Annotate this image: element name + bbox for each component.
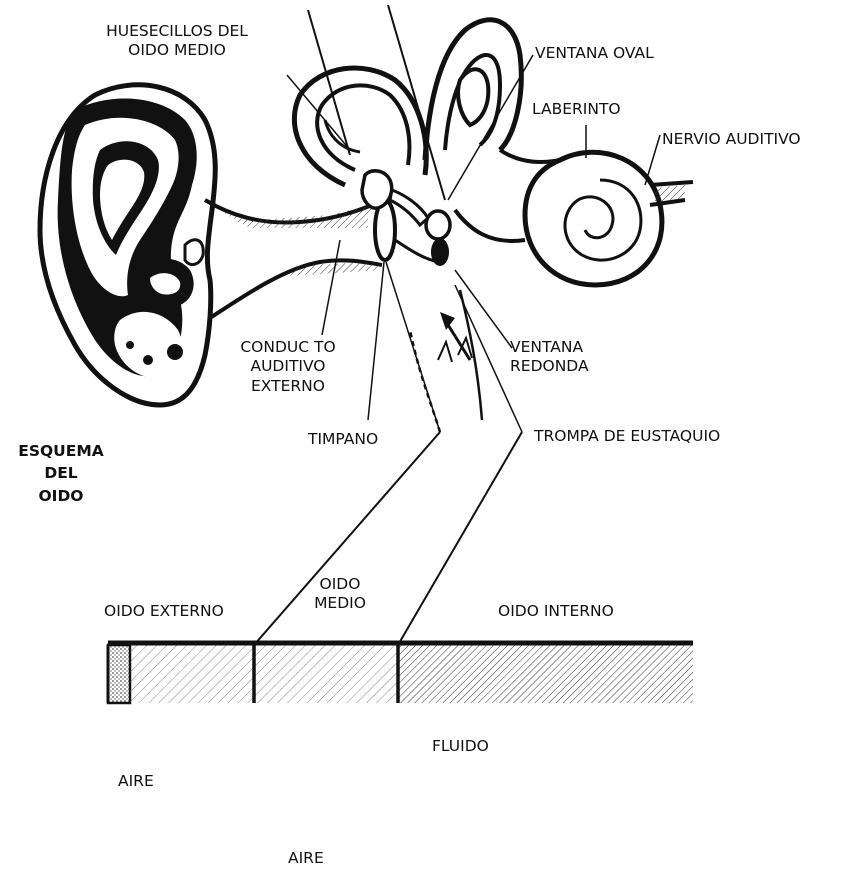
diagram-title-line-3: OIDO xyxy=(0,485,122,507)
auditory-nerve xyxy=(650,182,693,205)
section-oido-medio: OIDO MEDIO xyxy=(300,575,380,614)
outer-ear-pinna xyxy=(40,85,215,405)
label-aire-2: AIRE xyxy=(288,849,324,868)
middle-ear xyxy=(362,171,450,266)
malleus xyxy=(362,171,392,208)
label-conducto-line-1: CONDUC TO xyxy=(218,338,358,357)
label-conducto-line-3: EXTERNO xyxy=(218,377,358,396)
label-ventana-redonda-line-2: REDONDA xyxy=(510,357,589,376)
label-ventana-oval: VENTANA OVAL xyxy=(535,44,654,63)
diagram-title: ESQUEMA DEL OIDO xyxy=(0,440,122,507)
label-huesecillos-line-1: HUESECILLOS DEL xyxy=(82,22,272,41)
section-oido-externo: OIDO EXTERNO xyxy=(104,602,224,621)
label-ventana-redonda: VENTANA REDONDA xyxy=(510,338,589,377)
diagram-title-line-2: DEL xyxy=(0,462,122,484)
diagram-title-line-1: ESQUEMA xyxy=(0,440,122,462)
label-conducto: CONDUC TO AUDITIVO EXTERNO xyxy=(218,338,358,396)
label-conducto-line-2: AUDITIVO xyxy=(218,357,358,376)
section-bar xyxy=(108,643,693,703)
eustachian-tube xyxy=(392,265,482,432)
label-ventana-redonda-line-1: VENTANA xyxy=(510,338,589,357)
label-trompa: TROMPA DE EUSTAQUIO xyxy=(534,427,720,446)
section-oido-interno: OIDO INTERNO xyxy=(498,602,614,621)
label-nervio-auditivo: NERVIO AUDITIVO xyxy=(662,130,801,149)
label-huesecillos: HUESECILLOS DEL OIDO MEDIO xyxy=(82,22,272,61)
section-oido-medio-line-2: MEDIO xyxy=(300,594,380,613)
stapes xyxy=(426,211,450,239)
label-huesecillos-line-2: OIDO MEDIO xyxy=(82,41,272,60)
label-fluido: FLUIDO xyxy=(432,737,489,756)
label-laberinto: LABERINTO xyxy=(532,100,621,119)
external-auditory-canal xyxy=(205,200,382,318)
label-aire-1: AIRE xyxy=(118,772,154,791)
cochlea xyxy=(525,152,662,285)
label-timpano: TIMPANO xyxy=(308,430,378,449)
section-oido-medio-line-1: OIDO xyxy=(300,575,380,594)
